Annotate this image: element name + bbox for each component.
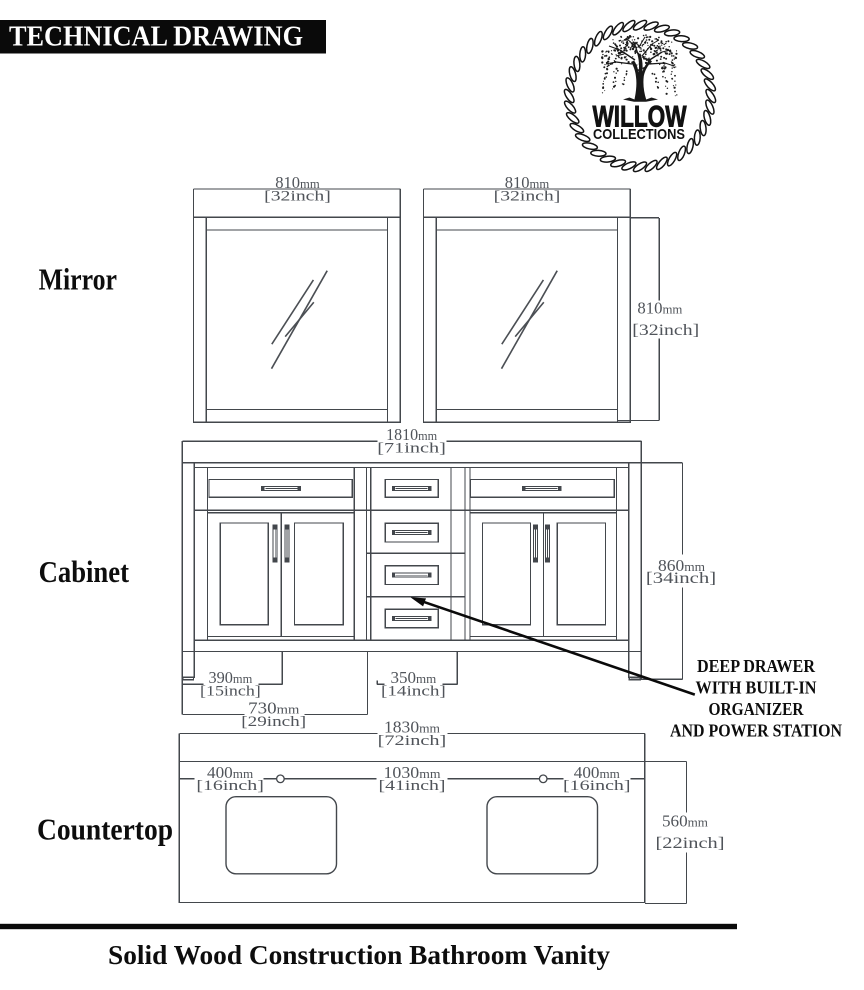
- svg-text:TECHNICAL DRAWING: TECHNICAL DRAWING: [9, 22, 303, 53]
- svg-text:[16inch]: [16inch]: [563, 778, 631, 794]
- svg-text:1830mm: 1830mm: [384, 717, 440, 736]
- svg-text:860mm: 860mm: [658, 556, 705, 575]
- svg-text:400mm: 400mm: [574, 763, 620, 782]
- svg-text:[34inch]: [34inch]: [646, 570, 716, 587]
- svg-text:DEEP DRAWER: DEEP DRAWER: [697, 656, 815, 676]
- svg-text:810mm: 810mm: [505, 173, 550, 192]
- svg-text:[29inch]: [29inch]: [241, 714, 306, 730]
- svg-text:[32inch]: [32inch]: [494, 189, 561, 205]
- svg-text:AND POWER STATION: AND POWER STATION: [670, 721, 842, 741]
- svg-text:350mm: 350mm: [391, 668, 437, 687]
- svg-text:390mm: 390mm: [209, 668, 253, 687]
- svg-text:Countertop: Countertop: [37, 812, 173, 847]
- svg-text:560mm: 560mm: [662, 812, 708, 831]
- svg-text:[22inch]: [22inch]: [656, 835, 725, 852]
- svg-text:[14inch]: [14inch]: [381, 684, 446, 700]
- svg-text:ORGANIZER: ORGANIZER: [709, 699, 804, 719]
- svg-text:Cabinet: Cabinet: [39, 554, 130, 589]
- svg-text:[32inch]: [32inch]: [264, 189, 331, 205]
- svg-text:WILLOW: WILLOW: [593, 100, 688, 133]
- svg-text:[15inch]: [15inch]: [200, 684, 261, 700]
- svg-text:810mm: 810mm: [275, 173, 320, 192]
- svg-text:810mm: 810mm: [637, 299, 682, 318]
- svg-text:[32inch]: [32inch]: [632, 322, 699, 339]
- svg-text:Solid Wood Construction Bathro: Solid Wood Construction Bathroom Vanity: [108, 940, 611, 970]
- svg-text:[71inch]: [71inch]: [377, 441, 446, 457]
- svg-text:400mm: 400mm: [207, 763, 253, 782]
- svg-text:[72inch]: [72inch]: [378, 733, 447, 749]
- svg-text:WITH BUILT-IN: WITH BUILT-IN: [696, 678, 817, 698]
- svg-text:Mirror: Mirror: [39, 261, 118, 296]
- svg-text:COLLECTIONS: COLLECTIONS: [593, 126, 685, 143]
- svg-text:1810mm: 1810mm: [386, 425, 437, 444]
- svg-text:[16inch]: [16inch]: [196, 778, 264, 794]
- svg-text:[41inch]: [41inch]: [379, 778, 446, 794]
